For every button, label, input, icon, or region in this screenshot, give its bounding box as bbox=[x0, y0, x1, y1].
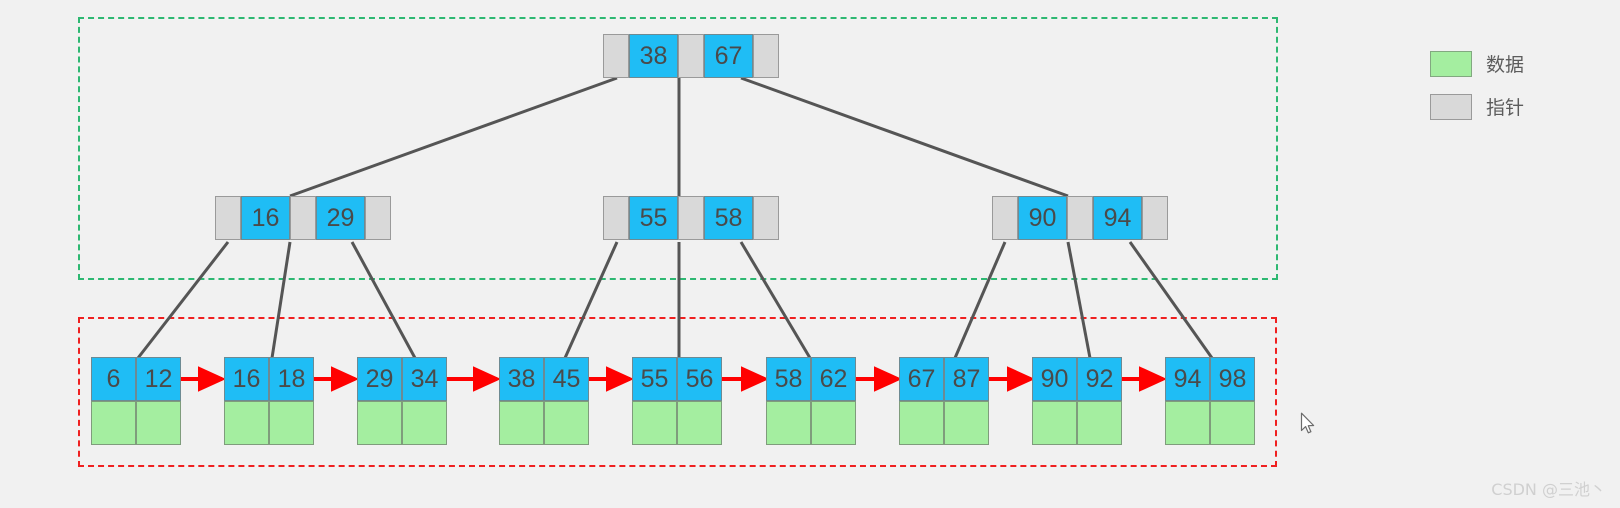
leaf-7-key-row: 90 92 bbox=[1032, 357, 1122, 401]
root-key-1: 67 bbox=[704, 34, 753, 78]
internal-1-pointer-0 bbox=[603, 196, 629, 240]
leaf-5-key-0: 58 bbox=[766, 357, 811, 401]
leaf-3-value-0 bbox=[499, 401, 544, 445]
root-node[interactable]: 38 67 bbox=[603, 34, 779, 78]
leaf-node-2[interactable]: 29 34 bbox=[357, 357, 447, 445]
leaf-5-key-row: 58 62 bbox=[766, 357, 856, 401]
leaf-7-value-row bbox=[1032, 401, 1122, 445]
leaf-6-value-0 bbox=[899, 401, 944, 445]
leaf-8-value-1 bbox=[1210, 401, 1255, 445]
root-pointer-0 bbox=[603, 34, 629, 78]
leaf-node-7[interactable]: 90 92 bbox=[1032, 357, 1122, 445]
leaf-1-value-0 bbox=[224, 401, 269, 445]
root-key-0: 38 bbox=[629, 34, 678, 78]
internal-node-0[interactable]: 16 29 bbox=[215, 196, 391, 240]
leaf-1-value-row bbox=[224, 401, 314, 445]
leaf-0-value-0 bbox=[91, 401, 136, 445]
leaf-3-value-row bbox=[499, 401, 589, 445]
leaf-node-4[interactable]: 55 56 bbox=[632, 357, 722, 445]
data-swatch-icon bbox=[1430, 50, 1472, 77]
leaf-4-value-row bbox=[632, 401, 722, 445]
leaf-0-value-1 bbox=[136, 401, 181, 445]
internal-2-key-1: 94 bbox=[1093, 196, 1142, 240]
leaf-5-value-0 bbox=[766, 401, 811, 445]
leaf-5-value-1 bbox=[811, 401, 856, 445]
leaf-2-key-0: 29 bbox=[357, 357, 402, 401]
internal-node-1[interactable]: 55 58 bbox=[603, 196, 779, 240]
leaf-7-key-0: 90 bbox=[1032, 357, 1077, 401]
watermark: CSDN @三池丶 bbox=[1491, 480, 1606, 499]
leaf-0-key-0: 6 bbox=[91, 357, 136, 401]
leaf-2-value-row bbox=[357, 401, 447, 445]
leaf-2-key-1: 34 bbox=[402, 357, 447, 401]
internal-1-pointer-1 bbox=[678, 196, 704, 240]
internal-2-key-0: 90 bbox=[1018, 196, 1067, 240]
leaf-node-3[interactable]: 38 45 bbox=[499, 357, 589, 445]
leaf-8-value-row bbox=[1165, 401, 1255, 445]
internal-0-key-0: 16 bbox=[241, 196, 290, 240]
mouse-cursor-icon bbox=[1300, 412, 1315, 434]
leaf-1-key-row: 16 18 bbox=[224, 357, 314, 401]
internal-0-pointer-1 bbox=[290, 196, 316, 240]
internal-2-pointer-0 bbox=[992, 196, 1018, 240]
leaf-node-6[interactable]: 67 87 bbox=[899, 357, 989, 445]
leaf-6-key-row: 67 87 bbox=[899, 357, 989, 401]
pointer-swatch-icon bbox=[1430, 93, 1472, 120]
leaf-4-key-0: 55 bbox=[632, 357, 677, 401]
leaf-6-value-row bbox=[899, 401, 989, 445]
leaf-4-value-0 bbox=[632, 401, 677, 445]
legend-label-data: 数据 bbox=[1486, 54, 1525, 76]
leaf-4-value-1 bbox=[677, 401, 722, 445]
leaf-7-value-0 bbox=[1032, 401, 1077, 445]
leaf-4-key-1: 56 bbox=[677, 357, 722, 401]
legend-item-data: 数据 bbox=[1430, 50, 1524, 77]
internal-node-2[interactable]: 90 94 bbox=[992, 196, 1168, 240]
leaf-0-key-row: 6 12 bbox=[91, 357, 181, 401]
internal-0-key-1: 29 bbox=[316, 196, 365, 240]
leaf-5-key-1: 62 bbox=[811, 357, 856, 401]
leaf-node-0[interactable]: 6 12 bbox=[91, 357, 181, 445]
internal-1-key-1: 58 bbox=[704, 196, 753, 240]
leaf-8-key-1: 98 bbox=[1210, 357, 1255, 401]
leaf-1-key-0: 16 bbox=[224, 357, 269, 401]
leaf-8-key-0: 94 bbox=[1165, 357, 1210, 401]
leaf-7-value-1 bbox=[1077, 401, 1122, 445]
leaf-8-key-row: 94 98 bbox=[1165, 357, 1255, 401]
leaf-4-key-row: 55 56 bbox=[632, 357, 722, 401]
leaf-8-value-0 bbox=[1165, 401, 1210, 445]
leaf-2-value-0 bbox=[357, 401, 402, 445]
legend: 数据 指针 bbox=[1430, 50, 1524, 120]
leaf-1-key-1: 18 bbox=[269, 357, 314, 401]
legend-label-pointer: 指针 bbox=[1486, 97, 1525, 119]
internal-0-pointer-2 bbox=[365, 196, 391, 240]
root-pointer-1 bbox=[678, 34, 704, 78]
root-pointer-2 bbox=[753, 34, 779, 78]
leaf-7-key-1: 92 bbox=[1077, 357, 1122, 401]
leaf-5-value-row bbox=[766, 401, 856, 445]
internal-0-pointer-0 bbox=[215, 196, 241, 240]
internal-1-key-0: 55 bbox=[629, 196, 678, 240]
leaf-3-key-row: 38 45 bbox=[499, 357, 589, 401]
legend-item-pointer: 指针 bbox=[1430, 93, 1524, 120]
leaf-3-value-1 bbox=[544, 401, 589, 445]
leaf-2-value-1 bbox=[402, 401, 447, 445]
leaf-3-key-1: 45 bbox=[544, 357, 589, 401]
internal-1-pointer-2 bbox=[753, 196, 779, 240]
leaf-1-value-1 bbox=[269, 401, 314, 445]
leaf-6-key-1: 87 bbox=[944, 357, 989, 401]
leaf-3-key-0: 38 bbox=[499, 357, 544, 401]
leaf-0-value-row bbox=[91, 401, 181, 445]
internal-2-pointer-1 bbox=[1067, 196, 1093, 240]
leaf-2-key-row: 29 34 bbox=[357, 357, 447, 401]
leaf-6-key-0: 67 bbox=[899, 357, 944, 401]
leaf-0-key-1: 12 bbox=[136, 357, 181, 401]
leaf-node-1[interactable]: 16 18 bbox=[224, 357, 314, 445]
internal-2-pointer-2 bbox=[1142, 196, 1168, 240]
leaf-6-value-1 bbox=[944, 401, 989, 445]
leaf-node-5[interactable]: 58 62 bbox=[766, 357, 856, 445]
leaf-node-8[interactable]: 94 98 bbox=[1165, 357, 1255, 445]
